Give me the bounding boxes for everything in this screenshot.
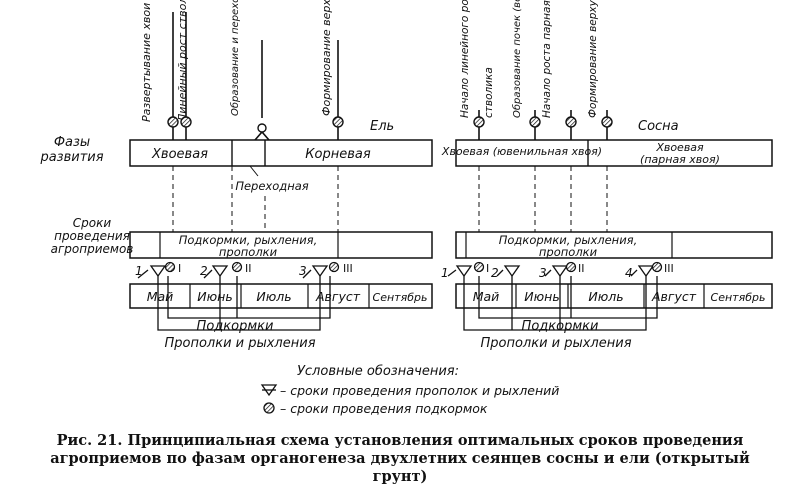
right-dashed-guides <box>478 166 608 232</box>
figure-caption: Рис. 21. Принципиальная схема установлен… <box>14 432 786 486</box>
svg-text:3: 3 <box>299 264 307 278</box>
svg-text:Хвоевая (ювенильная хвоя): Хвоевая (ювенильная хвоя) <box>441 145 602 158</box>
svg-text:III: III <box>343 262 353 275</box>
svg-text:Май: Май <box>473 289 500 304</box>
svg-text:Июль: Июль <box>588 289 623 304</box>
right-agro-band: Подкормки, рыхления, прополки <box>455 231 773 259</box>
left-month-band: Май Июнь Июль Август Сентябрь <box>129 283 433 309</box>
svg-text:развития: развития <box>39 150 103 165</box>
svg-text:Формирование верхушечной почки: Формирование верхушечной почки <box>587 0 599 118</box>
svg-text:1: 1 <box>135 264 143 278</box>
svg-text:Подкормки, рыхления,: Подкормки, рыхления, <box>179 233 318 247</box>
legend-feeding-icon <box>263 402 275 414</box>
right-stem-circles <box>473 116 613 128</box>
left-stems <box>172 12 339 141</box>
svg-text:Развертывание хвои: Развертывание хвои <box>140 3 153 122</box>
svg-text:(парная хвоя): (парная хвоя) <box>640 153 720 166</box>
svg-text:Формирование верхушечных почек: Формирование верхушечных почек <box>320 0 333 116</box>
svg-text:проведения: проведения <box>54 229 130 243</box>
svg-text:Начало линейного роста: Начало линейного роста <box>459 0 471 118</box>
right-bottom-weeding: Прополки и рыхления <box>480 336 631 351</box>
svg-text:II: II <box>578 262 585 275</box>
legend: Условные обозначения: – сроки проведения… <box>260 364 559 416</box>
svg-text:Сентябрь: Сентябрь <box>711 291 766 304</box>
right-markers: 1 I 2 3 II 4 III <box>441 261 674 280</box>
svg-text:стволика: стволика <box>483 67 495 118</box>
left-diagram: Развертывание хвои Линейный рост стволик… <box>129 0 433 351</box>
svg-text:прополки: прополки <box>219 245 278 259</box>
organogenesis-diagram: Фазы развития Сроки проведения агроприем… <box>39 0 773 416</box>
caption-line-3: грунт) <box>372 468 428 485</box>
row-label-terms: Сроки проведения агроприемов <box>51 216 134 256</box>
svg-text:II: II <box>245 262 252 275</box>
svg-text:Подкормки, рыхления,: Подкормки, рыхления, <box>499 233 638 247</box>
right-tree-name: Сосна <box>638 119 679 134</box>
svg-text:1: 1 <box>441 266 449 280</box>
svg-text:3: 3 <box>539 266 547 280</box>
legend-item-feeding: – сроки проведения подкормок <box>280 401 488 416</box>
svg-text:Хвоевая: Хвоевая <box>151 147 208 162</box>
right-brackets <box>463 276 658 331</box>
svg-text:Переходная: Переходная <box>235 179 308 193</box>
svg-text:Сроки: Сроки <box>73 216 112 230</box>
right-phase-box: Хвоевая (ювенильная хвоя) Хвоевая (парна… <box>441 139 773 167</box>
row-label-phases: Фазы развития <box>39 135 103 165</box>
caption-line-1: Рис. 21. Принципиальная схема установлен… <box>56 432 744 449</box>
left-brackets <box>157 276 331 331</box>
left-markers: 1 I 2 II 3 III <box>135 261 353 279</box>
svg-text:Начало роста парная хвои: Начало роста парная хвои <box>541 0 553 118</box>
left-phase-labels: Развертывание хвои Линейный рост стволик… <box>140 0 333 123</box>
svg-text:I: I <box>486 262 489 275</box>
left-bottom-weeding: Прополки и рыхления <box>164 336 315 351</box>
svg-text:Образование почек (верхушечных: Образование почек (верхушечных) <box>511 0 523 118</box>
svg-text:Август: Август <box>651 289 697 304</box>
left-agro-band: Подкормки, рыхления, прополки <box>129 231 433 259</box>
svg-text:Сентябрь: Сентябрь <box>373 291 428 304</box>
right-month-band: Май Июнь Июль Август Сентябрь <box>455 283 773 309</box>
svg-text:Хвоевая: Хвоевая <box>655 141 704 154</box>
svg-text:Июль: Июль <box>256 289 291 304</box>
svg-text:2: 2 <box>491 266 499 280</box>
svg-text:Август: Август <box>315 289 361 304</box>
svg-text:Май: Май <box>147 289 174 304</box>
svg-text:III: III <box>664 262 674 275</box>
right-bottom-feedings: Подкормки <box>522 319 599 334</box>
legend-title: Условные обозначения: <box>297 364 459 379</box>
svg-text:4: 4 <box>625 266 633 280</box>
svg-text:прополки: прополки <box>539 245 598 259</box>
svg-text:Июнь: Июнь <box>524 289 559 304</box>
svg-text:Июнь: Июнь <box>197 289 232 304</box>
svg-text:2: 2 <box>200 264 208 278</box>
svg-text:Образование и переход в рост б: Образование и переход в рост боковых поч… <box>229 0 241 116</box>
svg-text:Фазы: Фазы <box>54 135 90 150</box>
caption-line-2: агроприемов по фазам органогенеза двухле… <box>50 450 750 467</box>
legend-weeding-icon <box>260 384 278 397</box>
left-stem-circles <box>167 116 344 133</box>
right-phase-labels: Начало линейного роста стволика Образова… <box>459 0 599 118</box>
left-tree-name: Ель <box>370 119 394 134</box>
svg-text:Корневая: Корневая <box>305 147 371 162</box>
svg-text:агроприемов: агроприемов <box>51 242 134 256</box>
left-phase-box: Хвоевая Корневая Переходная <box>129 139 433 193</box>
legend-item-weeding: – сроки проведения прополок и рыхлений <box>280 383 559 398</box>
svg-text:Линейный рост стволика: Линейный рост стволика <box>176 0 189 123</box>
left-bottom-feedings: Подкормки <box>197 319 274 334</box>
right-diagram: Начало линейного роста стволика Образова… <box>441 0 773 351</box>
left-dashed-guides <box>172 166 339 232</box>
svg-text:I: I <box>178 262 181 275</box>
